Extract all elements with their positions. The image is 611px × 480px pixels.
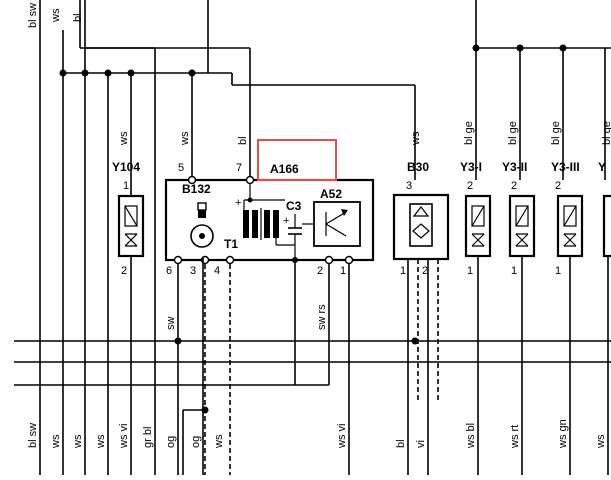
pin-label: 4 — [214, 265, 220, 277]
top-wire-labels: bl sw ws bl ws ws bl ws bl ge bl ge bl g… — [27, 3, 611, 146]
wire-label: ws — [179, 131, 191, 146]
component-label: Y3-II — [502, 160, 527, 174]
wire-label: ws — [213, 434, 225, 449]
wire-label: ws gn — [557, 419, 569, 449]
right-bus — [473, 0, 611, 180]
wire-label: og — [190, 436, 202, 448]
wire-label: ws — [118, 131, 130, 146]
component-label: C3 — [286, 199, 302, 213]
wire-label: ws bl — [465, 423, 477, 449]
pin-label: 1 — [467, 265, 473, 277]
wire-label: sw — [165, 317, 177, 331]
wire-label: bl ge — [507, 121, 519, 145]
wire-label: sw rs — [316, 304, 328, 330]
pin-label: 1 — [511, 265, 517, 277]
component-label: Y3-I — [460, 160, 482, 174]
pin-label: 5 — [178, 162, 184, 174]
wire-label: ws — [595, 434, 607, 449]
component-label: Y3-III — [551, 160, 580, 174]
wire-label: bl sw — [27, 3, 39, 28]
component-label: Y104 — [112, 160, 140, 174]
pin-label: 7 — [236, 162, 242, 174]
wire-label: ws vi — [336, 424, 348, 449]
wire-label: og — [165, 436, 177, 448]
wire-label: ws — [95, 434, 107, 449]
wire-label: bl — [395, 439, 407, 448]
pin-label: 2 — [317, 265, 323, 277]
pin-label: 2 — [511, 180, 517, 192]
svg-text:+: + — [283, 215, 289, 227]
pin-label: 2 — [121, 265, 127, 277]
wire-label: bl ge — [550, 121, 562, 145]
wire-label: ws — [410, 131, 422, 146]
wire-label: bl ge — [463, 121, 475, 145]
pin-label: 2 — [555, 180, 561, 192]
wire-label: ws rt — [509, 425, 521, 449]
pin-label: 6 — [166, 265, 172, 277]
component-label: B30 — [407, 160, 429, 174]
component-b30: B30 3 1 2 — [394, 160, 448, 475]
wire-label: ws — [50, 8, 62, 23]
component-label: Y — [598, 160, 606, 174]
component-y104: Y104 1 2 — [112, 160, 143, 277]
component-label: B132 — [182, 182, 211, 196]
component-label: T1 — [224, 237, 238, 251]
pin-label: 3 — [190, 265, 196, 277]
a166-lower-wires — [178, 258, 349, 475]
pin-label: 1 — [340, 265, 346, 277]
component-y3-iv: Y — [598, 160, 611, 475]
wire-label: bl ge — [601, 121, 611, 145]
component-label: A52 — [320, 187, 342, 201]
component-a166: A166 5 7 B132 T1 + C3 + A52 — [166, 140, 373, 277]
pin-label: 1 — [123, 180, 129, 192]
wire-label: ws — [50, 434, 62, 449]
bottom-wire-labels: bl sw ws ws ws ws vi gr bl og og ws ws v… — [27, 419, 607, 449]
highlight-label: A166 — [270, 162, 299, 176]
pin-label: 1 — [555, 265, 561, 277]
pin-label: 3 — [406, 180, 412, 192]
pin-label: 1 — [400, 265, 406, 277]
wire-label: bl — [72, 13, 84, 22]
pin-label: + — [235, 197, 241, 209]
wire-label: ws vi — [118, 424, 130, 449]
wire-label: vi — [415, 440, 427, 448]
wire-label: ws — [72, 434, 84, 449]
wire-label: bl — [237, 136, 249, 145]
wire-label: gr bl — [142, 427, 154, 448]
wire-label: bl sw — [27, 423, 39, 448]
pin-label: 2 — [467, 180, 473, 192]
